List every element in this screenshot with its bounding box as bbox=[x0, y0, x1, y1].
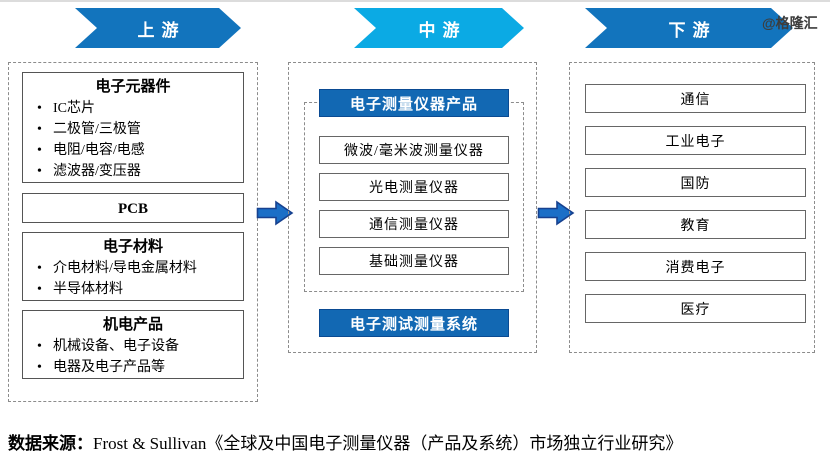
sector-box-defense: 国防 bbox=[585, 168, 806, 197]
data-source-caption: 数据来源：Frost & Sullivan《全球及中国电子测量仪器（产品及系统）… bbox=[8, 429, 828, 454]
upstream-box-electronic-components: 电子元器件 IC芯片 二极管/三极管 电阻/电容/电感 滤波器/变压器 bbox=[22, 72, 244, 183]
bullet-list: IC芯片 二极管/三极管 电阻/电容/电感 滤波器/变压器 bbox=[23, 98, 243, 184]
bullet-list: 机械设备、电子设备 电器及电子产品等 bbox=[23, 336, 243, 380]
list-item: 半导体材料 bbox=[37, 279, 239, 300]
caption-text: Frost & Sullivan《全球及中国电子测量仪器（产品及系统）市场独立行… bbox=[93, 434, 683, 453]
banner-upstream: 上游 bbox=[75, 8, 241, 48]
product-label: 基础测量仪器 bbox=[369, 255, 459, 270]
midstream-header-box: 电子测量仪器产品 bbox=[319, 89, 509, 117]
product-box-basic: 基础测量仪器 bbox=[319, 247, 509, 275]
banner-downstream: 下游 bbox=[585, 8, 793, 48]
box-title: 电子材料 bbox=[102, 239, 163, 255]
midstream-container: 电子测量仪器产品 微波/毫米波测量仪器 光电测量仪器 通信测量仪器 基础测量仪器… bbox=[288, 62, 537, 353]
sector-label: 消费电子 bbox=[665, 260, 726, 276]
sector-label: 工业电子 bbox=[665, 134, 726, 150]
sector-box-communication: 通信 bbox=[585, 84, 806, 113]
watermark: @格隆汇 bbox=[762, 15, 818, 31]
midstream-footer-label: 电子测试测量系统 bbox=[349, 316, 478, 333]
box-title: PCB bbox=[118, 201, 148, 217]
upstream-box-electromechanical-products: 机电产品 机械设备、电子设备 电器及电子产品等 bbox=[22, 310, 244, 379]
product-box-microwave: 微波/毫米波测量仪器 bbox=[319, 136, 509, 164]
banner-midstream-label: 中游 bbox=[418, 20, 467, 40]
list-item: 介电材料/导电金属材料 bbox=[37, 258, 239, 279]
bullet-list: 介电材料/导电金属材料 半导体材料 bbox=[23, 258, 243, 302]
flow-arrow-icon bbox=[537, 200, 575, 226]
box-title: 机电产品 bbox=[102, 317, 163, 333]
upstream-box-pcb: PCB bbox=[22, 193, 244, 223]
sector-box-industrial-electronics: 工业电子 bbox=[585, 126, 806, 155]
product-label: 微波/毫米波测量仪器 bbox=[344, 144, 484, 159]
list-item: 机械设备、电子设备 bbox=[37, 336, 239, 357]
upstream-box-electronic-materials: 电子材料 介电材料/导电金属材料 半导体材料 bbox=[22, 232, 244, 301]
banner-downstream-label: 下游 bbox=[668, 20, 717, 40]
upstream-container: 电子元器件 IC芯片 二极管/三极管 电阻/电容/电感 滤波器/变压器 PCB … bbox=[8, 62, 258, 402]
product-label: 光电测量仪器 bbox=[369, 181, 459, 196]
downstream-container: 通信 工业电子 国防 教育 消费电子 医疗 bbox=[569, 62, 815, 353]
box-title: 电子元器件 bbox=[95, 79, 171, 95]
midstream-footer-box: 电子测试测量系统 bbox=[319, 309, 509, 337]
product-label: 通信测量仪器 bbox=[369, 218, 459, 233]
sector-label: 国防 bbox=[680, 176, 711, 192]
list-item: 电器及电子产品等 bbox=[37, 357, 239, 378]
sector-label: 教育 bbox=[680, 218, 711, 234]
banner-upstream-label: 上游 bbox=[137, 20, 186, 40]
sector-box-consumer-electronics: 消费电子 bbox=[585, 252, 806, 281]
sector-label: 医疗 bbox=[680, 302, 711, 318]
sector-box-medical: 医疗 bbox=[585, 294, 806, 323]
sector-box-education: 教育 bbox=[585, 210, 806, 239]
list-item: 电阻/电容/电感 bbox=[37, 140, 239, 161]
flow-arrow-icon bbox=[256, 200, 294, 226]
caption-label: 数据来源： bbox=[8, 434, 93, 453]
product-box-communication: 通信测量仪器 bbox=[319, 210, 509, 238]
midstream-header-label: 电子测量仪器产品 bbox=[349, 96, 478, 113]
list-item: 滤波器/变压器 bbox=[37, 161, 239, 182]
sector-label: 通信 bbox=[680, 92, 711, 108]
banner-midstream: 中游 bbox=[354, 8, 524, 48]
list-item: IC芯片 bbox=[37, 98, 239, 119]
list-item: 二极管/三极管 bbox=[37, 119, 239, 140]
top-divider bbox=[0, 0, 830, 2]
product-box-optoelectronic: 光电测量仪器 bbox=[319, 173, 509, 201]
